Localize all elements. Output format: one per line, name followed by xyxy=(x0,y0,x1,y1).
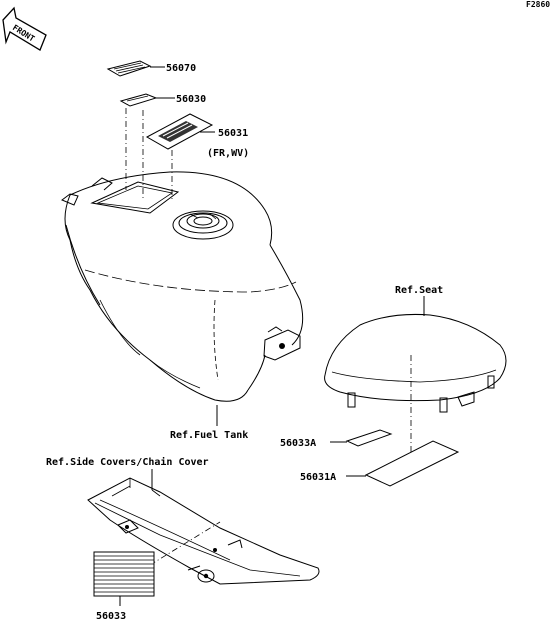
alignment-line xyxy=(149,521,221,566)
ref-fuel-tank[interactable]: Ref.Fuel Tank xyxy=(170,430,248,441)
label-56030[interactable] xyxy=(119,93,158,107)
label-56031A[interactable] xyxy=(364,440,460,487)
label-56070[interactable] xyxy=(106,60,152,77)
part-56031A[interactable]: 56031A xyxy=(300,472,336,483)
figure-code: F2860 xyxy=(526,0,550,9)
ref-side-covers[interactable]: Ref.Side Covers/Chain Cover xyxy=(46,456,209,468)
ref-seat[interactable]: Ref.Seat xyxy=(395,285,443,296)
part-56033[interactable]: 56033 xyxy=(96,611,126,620)
part-56031-note: (FR,WV) xyxy=(207,148,249,159)
front-arrow-icon: FRONT xyxy=(2,6,47,51)
label-56033A[interactable] xyxy=(345,429,393,447)
seat-drawing xyxy=(324,313,507,413)
part-56033A[interactable]: 56033A xyxy=(280,438,316,449)
label-56031[interactable] xyxy=(145,113,214,150)
part-56070[interactable]: 56070 xyxy=(166,63,196,74)
label-56033[interactable] xyxy=(93,551,155,597)
part-56030[interactable]: 56030 xyxy=(176,94,206,105)
fuel-tank-drawing xyxy=(61,171,304,402)
part-56031[interactable]: 56031 xyxy=(218,128,248,139)
chain-cover-drawing xyxy=(87,477,320,585)
